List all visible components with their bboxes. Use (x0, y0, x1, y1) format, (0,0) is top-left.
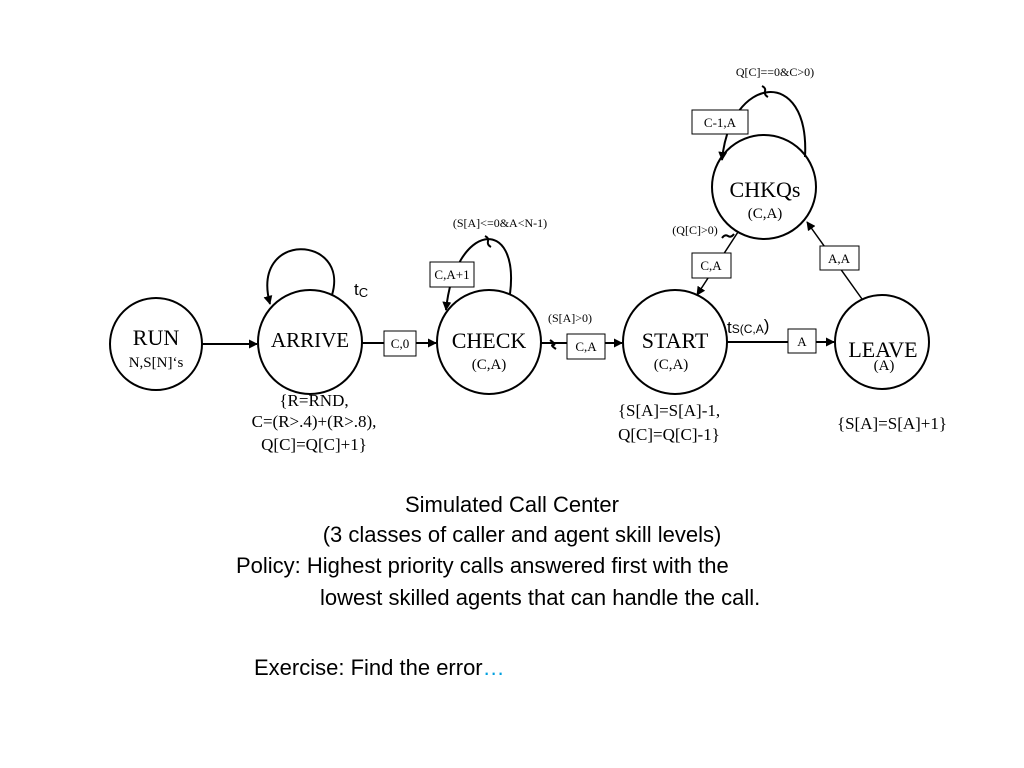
node-leave-param: (A) (874, 358, 895, 374)
node-start: START (C,A) (622, 289, 728, 395)
caption-subtitle: (3 classes of caller and agent skill lev… (322, 522, 722, 547)
caption-title: Simulated Call Center (405, 492, 619, 517)
svg-text:C,A+1: C,A+1 (434, 267, 469, 282)
node-leave-name: LEAVE (848, 337, 917, 362)
edge-label-check-start: C,A (566, 333, 606, 360)
svg-text:A,A: A,A (828, 251, 851, 266)
condition-check-self: (S[A]<=0&A<N-1) (453, 216, 547, 230)
condition-chkqs-start: (Q[C]>0) (672, 223, 717, 237)
delay-arrive-self: tC (354, 280, 368, 300)
node-chkqs: CHKQs (C,A) (711, 134, 817, 240)
svg-text:{R=RND,: {R=RND, (279, 391, 348, 410)
svg-text:{S[A]=S[A]-1,: {S[A]=S[A]-1, (618, 401, 720, 420)
svg-text:C-1,A: C-1,A (704, 115, 737, 130)
node-start-param: (C,A) (654, 357, 689, 373)
edge-label-leave-chkqs: A,A (819, 245, 860, 271)
node-run-name: RUN (133, 325, 180, 350)
state-change-leave: {S[A]=S[A]+1} (837, 414, 947, 433)
svg-text:C,0: C,0 (391, 336, 409, 351)
svg-text:{S[A]=S[A]+1}: {S[A]=S[A]+1} (837, 414, 947, 433)
edge-label-arrive-check: C,0 (383, 330, 417, 357)
state-change-arrive: {R=RND, C=(R>.4)+(R>.8), Q[C]=Q[C]+1} (252, 391, 377, 454)
node-arrive: ARRIVE (257, 289, 363, 395)
node-start-name: START (642, 328, 709, 353)
svg-text:C,A: C,A (575, 339, 597, 354)
node-chkqs-name: CHKQs (730, 177, 801, 202)
svg-text:C,A: C,A (700, 258, 722, 273)
state-change-start: {S[A]=S[A]-1, Q[C]=Q[C]-1} (618, 401, 720, 444)
edge-label-chkqs-start: C,A (691, 252, 732, 279)
edge-label-chkqs-self: C-1,A (691, 109, 749, 135)
delay-start-leave: tS(C,A) (727, 316, 769, 337)
svg-text:Q[C]=Q[C]+1}: Q[C]=Q[C]+1} (261, 435, 367, 454)
node-run-param: N,S[N]‘s (129, 355, 184, 371)
node-run: RUN N,S[N]‘s (109, 297, 203, 391)
caption-policy-continued: lowest skilled agents that can handle th… (320, 585, 761, 610)
edge-label-start-leave: A (787, 328, 817, 354)
condition-tilde-icon (761, 85, 769, 98)
node-check-name: CHECK (452, 328, 527, 353)
condition-chkqs-self: Q[C]==0&C>0) (736, 65, 814, 79)
svg-text:Q[C]=Q[C]-1}: Q[C]=Q[C]-1} (618, 425, 720, 444)
node-arrive-name: ARRIVE (271, 328, 349, 352)
ellipsis: … (482, 655, 505, 680)
caption-policy: Policy: Highest priority calls answered … (236, 553, 729, 578)
condition-tilde-icon (721, 233, 735, 239)
condition-tilde-icon (484, 235, 492, 248)
svg-text:C=(R>.4)+(R>.8),: C=(R>.4)+(R>.8), (252, 412, 377, 431)
condition-check-start: (S[A]>0) (548, 311, 592, 325)
node-chkqs-param: (C,A) (748, 206, 783, 222)
node-check-param: (C,A) (472, 357, 507, 373)
edge-label-check-self: C,A+1 (429, 261, 475, 288)
edge-arrive-self (263, 248, 336, 305)
exercise-text: Exercise: Find the error… (254, 655, 505, 680)
node-check: CHECK (C,A) (436, 289, 542, 395)
node-leave: LEAVE (A) (834, 294, 930, 390)
exercise-label: Exercise: Find the error (254, 655, 483, 680)
condition-tilde-icon (549, 339, 557, 350)
svg-text:A: A (797, 334, 807, 349)
